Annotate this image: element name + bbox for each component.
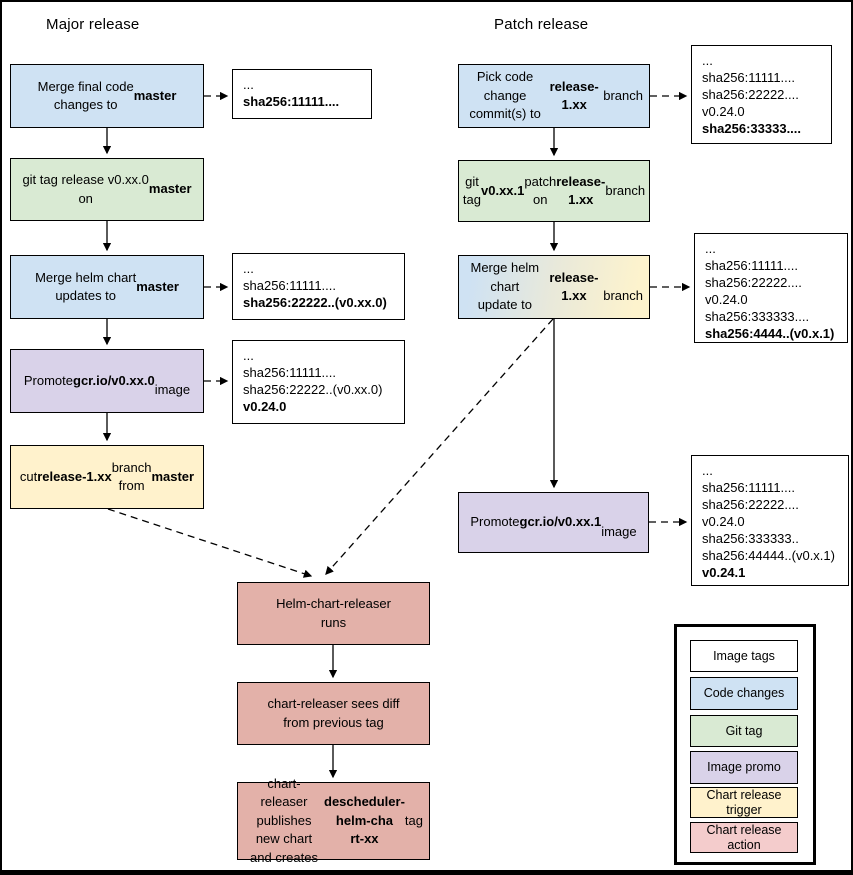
annotation-line: sha256:22222.... (705, 275, 802, 290)
patch-release-title: Patch release (494, 16, 589, 33)
step-major-merge-helm: Merge helm chart updates to master (10, 255, 204, 319)
annotation-line: ... (243, 261, 254, 276)
step-releaser-publishes: chart-releaser publishes new chart and c… (237, 776, 430, 865)
annotation-line: sha256:11111.... (243, 365, 336, 380)
annotation-patch-promote-tags: ... sha256:11111.... sha256:22222.... v0… (691, 455, 849, 586)
major-release-title: Major release (46, 16, 140, 33)
annotation-line: v0.24.0 (702, 514, 745, 529)
legend-item-git-tag: Git tag (690, 715, 798, 747)
annotation-line: sha256:22222.... (702, 497, 799, 512)
annotation-line: sha256:11111.... (702, 70, 795, 85)
step-major-cut-branch: cut release-1.xx branch from master (10, 445, 204, 509)
step-releaser-sees-diff: chart-releaser sees diff from previous t… (237, 682, 430, 745)
step-major-merge-final-code: Merge final code changes to master (10, 64, 204, 128)
dashed-arrow-cut-branch-to-releaser (107, 508, 313, 578)
legend-item-chart-release-trigger: Chart release trigger (690, 787, 798, 818)
legend-item-image-tags: Image tags (690, 640, 798, 672)
annotation-major-helm-tags: ... sha256:11111.... sha256:22222..(v0.x… (232, 253, 405, 320)
annotation-line: ... (243, 348, 254, 363)
legend-item-chart-release-action: Chart release action (690, 822, 798, 853)
annotation-line: sha256:333333.... (705, 309, 810, 324)
annotation-line: sha256:22222.... (702, 87, 799, 102)
step-patch-git-tag: git tag v0.xx.1 patch on release-1.xx br… (458, 160, 650, 222)
step-patch-merge-helm: Merge helm chart update to release-1.xx … (458, 255, 650, 319)
annotation-line: v0.24.0 (243, 399, 287, 414)
annotation-line: sha256:11111.... (702, 480, 795, 495)
annotation-line: sha256:44444..(v0.x.1) (702, 548, 835, 563)
annotation-line: sha256:4444..(v0.x.1) (705, 326, 835, 341)
legend-item-image-promo: Image promo (690, 751, 798, 784)
annotation-line: v0.24.0 (702, 104, 745, 119)
legend: Image tags Code changes Git tag Image pr… (674, 624, 816, 865)
step-major-git-tag: git tag release v0.xx.0 on master (10, 158, 204, 221)
annotation-patch-helm-tags: ... sha256:11111.... sha256:22222.... v0… (694, 233, 848, 343)
annotation-line: ... (243, 77, 254, 92)
annotation-patch-code-tags: ... sha256:11111.... sha256:22222.... v0… (691, 45, 832, 144)
annotation-line: sha256:333333.. (702, 531, 799, 546)
annotation-line: sha256:22222..(v0.xx.0) (243, 382, 383, 397)
legend-item-code-changes: Code changes (690, 677, 798, 710)
annotation-major-code-tags: ... sha256:11111.... (232, 69, 372, 119)
annotation-line: v0.24.0 (705, 292, 748, 307)
annotation-line: ... (705, 241, 716, 256)
annotation-line: sha256:33333.... (702, 121, 802, 136)
annotation-line: sha256:11111.... (705, 258, 798, 273)
annotation-line: sha256:22222..(v0.xx.0) (243, 295, 387, 310)
annotation-line: sha256:11111.... (243, 94, 340, 109)
annotation-line: v0.24.1 (702, 565, 746, 580)
step-releaser-runs: Helm-chart-releaser runs (237, 582, 430, 645)
step-patch-promote-image: Promote gcr.io/v0.xx.1 image (458, 492, 649, 553)
annotation-major-promote-tags: ... sha256:11111.... sha256:22222..(v0.x… (232, 340, 405, 424)
annotation-line: ... (702, 53, 713, 68)
step-major-promote-image: Promote gcr.io/v0.xx.0 image (10, 349, 204, 413)
step-patch-pick-commits: Pick code change commit(s) to release-1.… (458, 64, 650, 128)
annotation-line: ... (702, 463, 713, 478)
annotation-line: sha256:11111.... (243, 278, 336, 293)
